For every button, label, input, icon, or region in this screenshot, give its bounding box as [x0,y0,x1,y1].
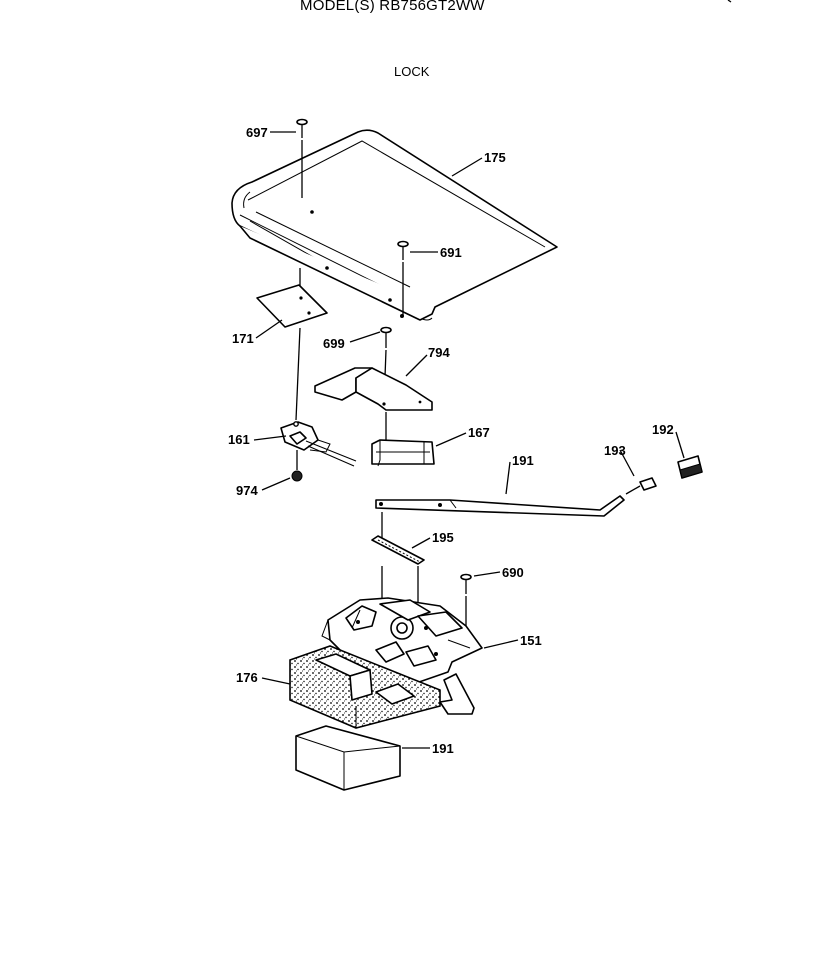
model-title: MODEL(S) RB756GT2WW [300,0,485,14]
callout-699: 699 [323,336,345,351]
corner-mark [727,0,732,3]
part-191-rod [375,495,625,517]
part-794-bracket [314,367,433,411]
callout-191-block: 191 [432,741,454,756]
callout-691: 691 [440,245,462,260]
callout-161: 161 [228,432,250,447]
part-161-switch [280,421,357,467]
callout-191-rod: 191 [512,453,534,468]
callout-175: 175 [484,150,506,165]
part-167-clip [371,439,435,467]
screw-697 [296,118,308,198]
part-175-cover [231,129,558,321]
callout-171: 171 [232,331,254,346]
callout-176: 176 [236,670,258,685]
part-195-spring [371,535,425,565]
callout-167: 167 [468,425,490,440]
callout-193: 193 [604,443,626,458]
callout-697: 697 [246,125,268,140]
part-176-insulation [289,645,441,729]
callout-690: 690 [502,565,524,580]
part-193-connector [625,477,657,495]
callout-leaders [253,131,685,749]
guide-line [295,327,301,421]
section-title: LOCK [394,64,430,79]
callout-195: 195 [432,530,454,545]
part-171-plate [256,284,328,328]
part-974-nut [291,470,303,482]
screw-691 [397,240,409,316]
part-192-knob [677,455,703,479]
callout-974: 974 [236,483,258,498]
callout-794: 794 [428,345,450,360]
screw-690 [460,573,472,626]
callout-151: 151 [520,633,542,648]
part-191-block [295,725,401,791]
callout-192: 192 [652,422,674,437]
